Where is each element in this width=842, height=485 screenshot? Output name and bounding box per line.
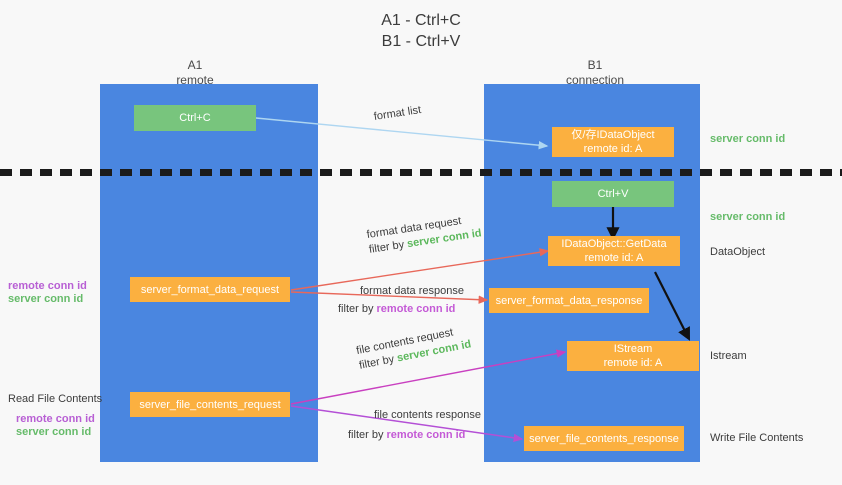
column-header-a1: A1 remote <box>130 58 260 88</box>
column-header-b1: B1 connection <box>530 58 660 88</box>
filter-key-remote-conn-id: remote conn id <box>376 303 456 315</box>
node-istream-line2: remote id: A <box>603 357 663 369</box>
node-idataobject-remote-line1: 仅/存IDataObject <box>571 129 655 141</box>
node-idataobject-getdata-line1: IDataObject::GetData <box>561 238 667 250</box>
node-ctrl-c-line1: Ctrl+C <box>179 112 211 124</box>
edge-label-format-list: format list <box>373 103 422 125</box>
phase-separator-dashed-line <box>0 169 842 176</box>
label-server-conn-id-upper: server conn id <box>8 293 84 305</box>
node-ctrl-v-line1: Ctrl+V <box>597 188 629 200</box>
label-dataobject: DataObject <box>710 246 766 258</box>
node-server-file-contents-response[interactable]: server_file_contents_response <box>524 426 684 451</box>
node-ctrl-c[interactable]: Ctrl+C <box>134 105 256 131</box>
node-idataobject-remote-line2: remote id: A <box>583 143 643 155</box>
node-server-format-data-request[interactable]: server_format_data_request <box>130 277 290 302</box>
node-istream[interactable]: IStream remote id: A <box>567 341 699 371</box>
edge-label-format-data-response-main: format data response <box>360 285 464 297</box>
label-write-file-contents: Write File Contents <box>710 432 804 444</box>
column-b1-sub: connection <box>565 73 625 87</box>
title-line-1: A1 - Ctrl+C <box>381 12 461 29</box>
title-line-2: B1 - Ctrl+V <box>381 33 461 50</box>
node-idataobject-remote[interactable]: 仅/存IDataObject remote id: A <box>552 127 674 157</box>
label-istream: Istream <box>710 350 747 362</box>
edge-label-format-data-response: format data response filter by remote co… <box>338 284 464 317</box>
edge-label-file-contents-response-filter: filter by remote conn id <box>348 428 481 443</box>
node-server-format-data-request-line1: server_format_data_request <box>140 283 280 296</box>
node-server-format-data-response-line1: server_format_data_response <box>495 294 643 307</box>
diagram-title: A1 - Ctrl+C B1 - Ctrl+V <box>0 10 842 52</box>
node-server-file-contents-request-line1: server_file_contents_request <box>139 398 281 411</box>
filter-prefix: filter by <box>338 303 374 315</box>
column-b1-name: B1 <box>587 58 603 72</box>
edge-label-file-contents-response: file contents response filter by remote … <box>348 408 482 443</box>
edge-label-format-list-text: format list <box>373 104 422 123</box>
node-server-format-data-response[interactable]: server_format_data_response <box>489 288 649 313</box>
edge-label-file-contents-response-main: file contents response <box>374 409 482 421</box>
edge-label-format-data-request: format data request filter by server con… <box>366 211 483 257</box>
label-server-conn-id-second: server conn id <box>710 211 786 223</box>
node-idataobject-getdata[interactable]: IDataObject::GetData remote id: A <box>548 236 680 266</box>
node-server-file-contents-request[interactable]: server_file_contents_request <box>130 392 290 417</box>
filter-prefix: filter by <box>348 429 384 441</box>
column-a1-name: A1 <box>187 58 203 72</box>
node-istream-line1: IStream <box>613 343 653 355</box>
column-a1-sub: remote <box>176 73 214 87</box>
label-server-conn-id-lower: server conn id <box>16 426 92 438</box>
label-read-file-contents: Read File Contents <box>8 393 103 405</box>
node-ctrl-v[interactable]: Ctrl+V <box>552 181 674 207</box>
edge-label-file-contents-request: file contents request filter by server c… <box>355 323 472 374</box>
label-remote-conn-id-lower: remote conn id <box>16 413 95 425</box>
node-server-file-contents-response-line1: server_file_contents_response <box>529 432 679 445</box>
filter-key-remote-conn-id: remote conn id <box>386 429 466 441</box>
edge-label-format-data-response-filter: filter by remote conn id <box>338 302 464 317</box>
label-server-conn-id-top: server conn id <box>710 133 786 145</box>
node-idataobject-getdata-line2: remote id: A <box>584 252 644 264</box>
label-remote-conn-id-upper: remote conn id <box>8 280 87 292</box>
filter-prefix: filter by <box>368 238 406 256</box>
